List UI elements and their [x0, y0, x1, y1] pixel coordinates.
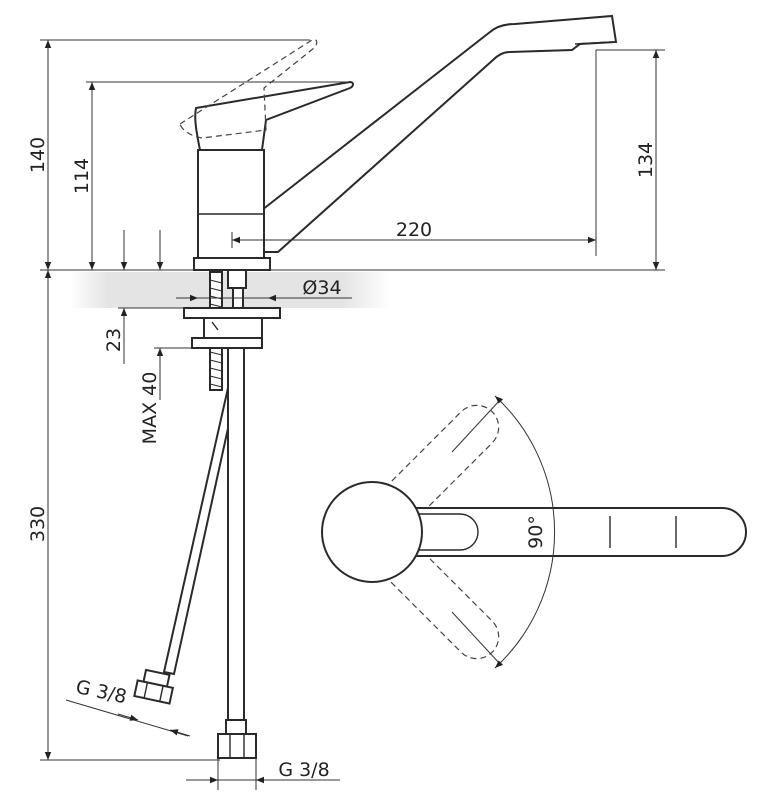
connector-left — [133, 668, 175, 705]
dim-mount-max: MAX 40 — [139, 372, 161, 445]
dim-total-height: 140 — [27, 137, 49, 173]
spout-top — [371, 507, 747, 557]
hose-left — [162, 386, 238, 676]
lever-top — [390, 513, 479, 551]
lever — [194, 80, 354, 151]
connector-label-left: G 3/8 — [74, 676, 129, 708]
faucet-body — [197, 149, 265, 261]
lever-open-dashed — [179, 39, 318, 139]
dim-spout-reach: 220 — [396, 219, 432, 241]
faucet-side-view — [179, 14, 618, 271]
dim-mount-min: 23 — [103, 328, 125, 352]
base-circle — [321, 481, 423, 583]
dim-hose-length: 330 — [27, 506, 49, 542]
spout — [261, 14, 618, 253]
connector-right — [217, 719, 257, 759]
dim-base-diameter: Ø34 — [302, 277, 341, 299]
supply-hoses — [133, 347, 257, 759]
rotation-angle-label: 90° — [525, 515, 547, 549]
dim-spout-height: 134 — [635, 142, 657, 178]
faucet-top-view: 90° — [321, 395, 747, 669]
mounting-plate — [183, 307, 281, 319]
mounting-assembly — [183, 269, 281, 391]
connector-label-right: G 3/8 — [278, 759, 329, 781]
dim-lever-height: 114 — [71, 158, 93, 194]
base-ring — [193, 257, 271, 271]
